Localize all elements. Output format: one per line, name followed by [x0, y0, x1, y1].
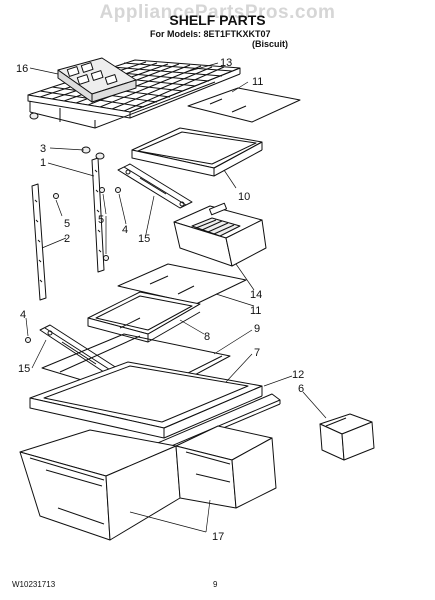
callout-15-upper: 15: [138, 233, 150, 245]
document-number: W10231713: [12, 580, 56, 589]
models-line: For Models: 8ET1FTKXKT07: [150, 29, 271, 39]
callout-labels: 16 13 11 3 1 10 5 4 5 2 15 14 11 8 9 4 7…: [16, 57, 304, 543]
screw-lower-right: [103, 255, 109, 261]
callout-5-left: 5: [64, 218, 70, 230]
crisper-drawer-left: [19, 429, 181, 541]
callout-7: 7: [254, 347, 260, 359]
callout-1: 1: [40, 157, 46, 169]
callout-15-lower: 15: [18, 363, 30, 375]
shelf-ladder-right: [91, 157, 105, 273]
screw-upper-left: [53, 193, 59, 199]
callout-11-lower: 11: [250, 305, 261, 317]
callout-11-top: 11: [252, 76, 263, 88]
callout-13: 13: [220, 57, 232, 69]
shelf-stop-left: [29, 112, 39, 120]
shelf-stop-center: [95, 152, 105, 160]
callout-16: 16: [16, 63, 28, 75]
shelf-frame: [131, 127, 263, 177]
callout-14: 14: [250, 289, 262, 301]
crisper-drawer-small: [173, 202, 267, 267]
watermark: AppliancePartsPros.com: [99, 2, 336, 23]
crisper-cover-frame: [29, 361, 263, 439]
callout-8: 8: [204, 331, 210, 343]
page-title: SHELF PARTS: [169, 12, 266, 28]
callout-6: 6: [298, 383, 304, 395]
glass-shelf-top: [187, 87, 301, 123]
callout-5-right: 5: [98, 214, 104, 226]
callout-3: 3: [40, 143, 46, 155]
screw-upper-right: [99, 187, 105, 193]
callout-2: 2: [64, 233, 70, 245]
shelf-ladder-left: [31, 183, 47, 301]
finish-label: (Biscuit): [252, 39, 288, 49]
shelf-frame-lower: [87, 291, 201, 343]
callout-9: 9: [254, 323, 260, 335]
callout-17: 17: [212, 531, 224, 543]
crisper-drawer-right: [175, 425, 277, 509]
screw-bracket-upper: [115, 187, 121, 193]
callout-10: 10: [238, 191, 250, 203]
callout-4-upper: 4: [122, 224, 128, 236]
screw-bracket-lower: [25, 337, 31, 343]
ice-bin: [57, 57, 137, 103]
callout-4-lower: 4: [20, 309, 26, 321]
dairy-bin: [319, 413, 375, 461]
callout-12: 12: [292, 369, 304, 381]
leader-lines: [25, 62, 327, 533]
shelf-bracket-upper: [117, 163, 193, 209]
page-number: 9: [213, 580, 218, 589]
